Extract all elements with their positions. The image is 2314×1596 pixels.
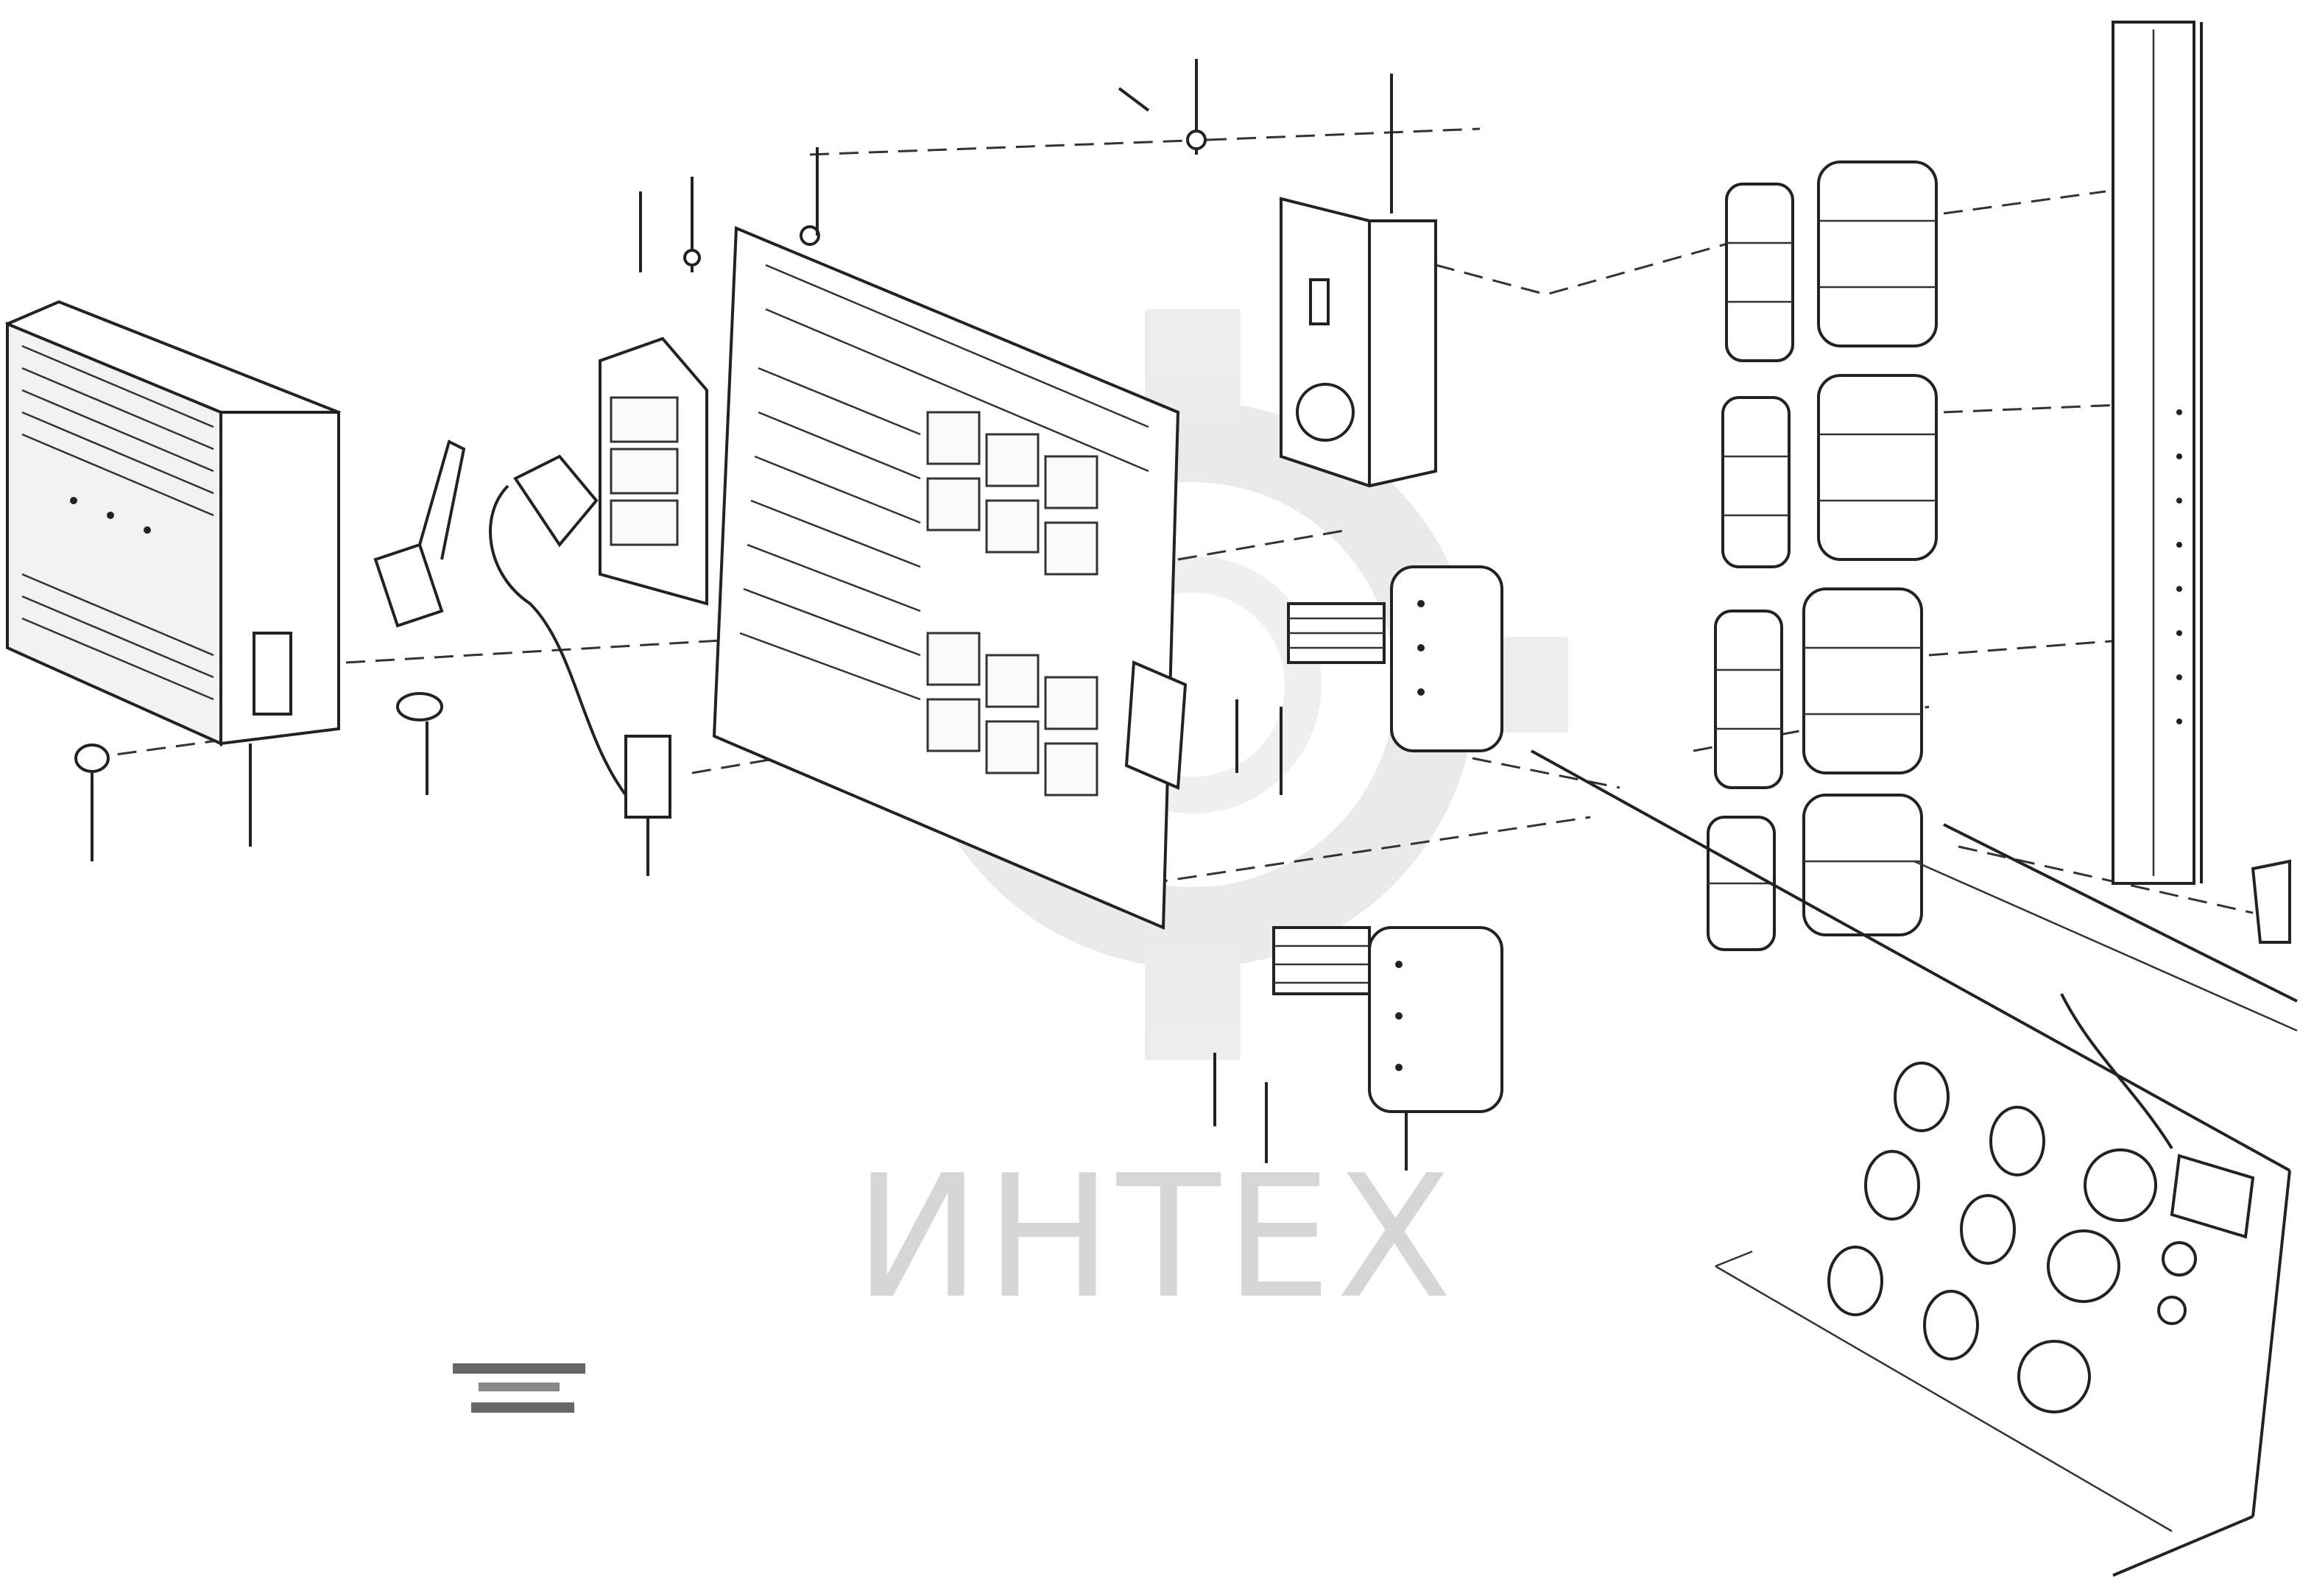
fuse-strip-icon <box>599 336 708 606</box>
ecu-housing-icon <box>5 300 341 748</box>
dashboard-panel-icon <box>1531 749 2291 1577</box>
watermark-text: ИНТЕХ <box>854 1140 1456 1336</box>
circuit-board-icon <box>712 225 1188 930</box>
mounting-rail-icon <box>1913 21 2298 1032</box>
fuse-puller-icon <box>373 439 466 628</box>
grommet-icon <box>74 692 443 861</box>
wire-harness-icon <box>489 454 671 876</box>
relay-cover-icon <box>1280 74 1437 488</box>
connector-icon <box>1213 565 1503 1170</box>
drawing-reference-stamp <box>453 1363 585 1413</box>
screw-icon <box>639 59 1207 272</box>
fuse-holder-icon <box>1707 160 1938 951</box>
leader-lines <box>88 127 2254 914</box>
